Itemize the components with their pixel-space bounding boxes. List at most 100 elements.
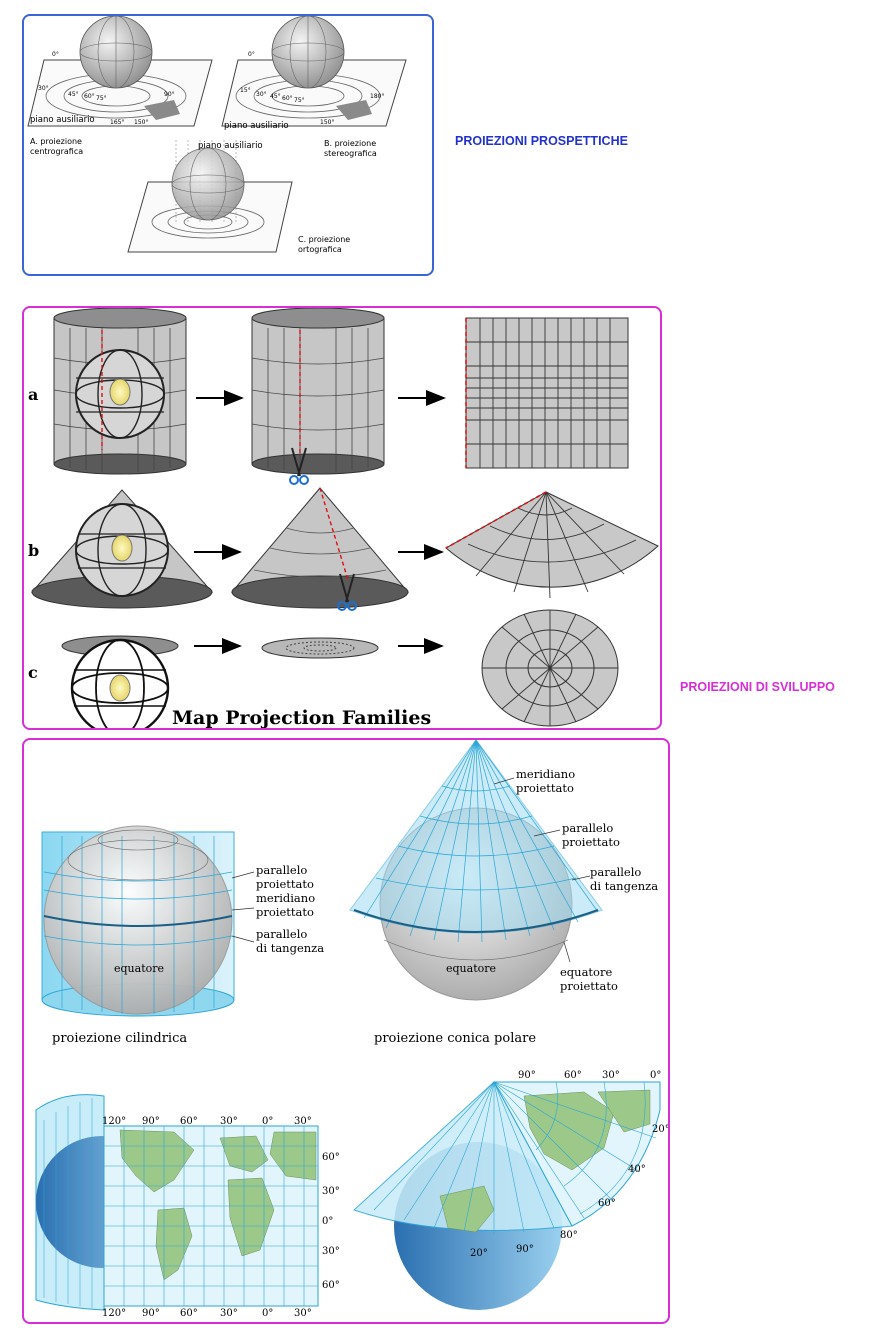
panel-proiezioni-prospettiche: 0° 30° 45° 60° 75° 90° 165° 150° piano a… xyxy=(22,14,434,276)
caption-proiezione-conica-polare: proiezione conica polare xyxy=(374,1031,536,1046)
cil-meridiano: meridiano xyxy=(256,891,315,905)
con-top-label: 90° xyxy=(518,1070,536,1081)
cyl-top-label: 60° xyxy=(180,1116,198,1127)
cyl-top-label: 90° xyxy=(142,1116,160,1127)
cyl-bottom-label: 120° xyxy=(102,1308,126,1319)
piano-ausiliario-c: piano ausiliario xyxy=(198,141,263,151)
piano-ausiliario-b: piano ausiliario xyxy=(224,121,289,131)
angle-label: 165° xyxy=(110,119,124,126)
con-top-label: 0° xyxy=(650,1070,661,1081)
cyl-top-label: 30° xyxy=(294,1116,312,1127)
scissors-icon xyxy=(289,447,309,485)
cyl-top-label: 120° xyxy=(102,1116,126,1127)
plane-disc xyxy=(261,637,379,659)
con-equator-label: equatore xyxy=(446,962,496,975)
angle-label: 180° xyxy=(370,93,384,100)
projection-b-stereografica: 0° 15° 30° 45° 60° 75° 150° 180° piano a… xyxy=(221,15,407,158)
angle-label: 150° xyxy=(134,119,148,126)
panel-cylindrical-conical: equatore parallelo proiettato meridiano … xyxy=(22,738,670,1324)
con-right-label: 80° xyxy=(560,1230,578,1241)
con-tangenza-parallelo: parallelo xyxy=(590,865,641,879)
angle-label: 60° xyxy=(282,95,293,102)
con-bottom-label: 90° xyxy=(516,1244,534,1255)
con-parallelo-proiettato: proiettato xyxy=(562,835,620,849)
angle-label: 45° xyxy=(68,91,79,98)
angle-label: 0° xyxy=(52,51,59,58)
cyl-right-label: 60° xyxy=(322,1280,340,1291)
con-top-label: 60° xyxy=(564,1070,582,1081)
cyl-bottom-label: 30° xyxy=(294,1308,312,1319)
label-proiezioni-prospettiche: PROIEZIONI PROSPETTICHE xyxy=(455,134,628,148)
cone-cut xyxy=(230,487,410,611)
cone-with-globe xyxy=(30,489,214,609)
cil-parallelo-1: parallelo xyxy=(256,863,307,877)
angle-label: 150° xyxy=(320,119,334,126)
angle-label: 60° xyxy=(84,93,95,100)
equator-label: equatore xyxy=(114,962,164,975)
map-projection-families-figure: a b c xyxy=(28,307,659,738)
cyl-right-label: 30° xyxy=(322,1186,340,1197)
plane-azimuthal-disc xyxy=(481,609,619,727)
cil-di-tangenza: di tangenza xyxy=(256,941,324,955)
cil-parallelo-2: parallelo xyxy=(256,927,307,941)
row-label-c: c xyxy=(28,663,38,682)
angle-label: 15° xyxy=(240,87,251,94)
caption-proiezione-cilindrica: proiezione cilindrica xyxy=(52,1031,187,1046)
cone-flat-sector xyxy=(445,491,659,599)
projection-a-centrografica: 0° 30° 45° 60° 75° 90° 165° 150° piano a… xyxy=(27,15,213,156)
con-meridiano-proiettato: proiettato xyxy=(516,781,574,795)
cyl-right-label: 60° xyxy=(322,1152,340,1163)
panel-map-projection-families: a b c xyxy=(22,306,662,738)
cyl-bottom-label: 0° xyxy=(262,1308,273,1319)
row-label-b: b xyxy=(28,541,39,560)
cyl-right-label: 0° xyxy=(322,1216,333,1227)
cylinder-flat-grid xyxy=(465,317,629,469)
cyl-top-label: 30° xyxy=(220,1116,238,1127)
label-proiezioni-di-sviluppo: PROIEZIONI DI SVILUPPO xyxy=(680,680,835,694)
scissors-icon xyxy=(337,573,357,611)
cyl-bottom-label: 90° xyxy=(142,1308,160,1319)
families-title: Map Projection Families xyxy=(172,707,431,728)
projection-c-ortografica: piano ausiliario C. proiezione ortografi… xyxy=(127,140,350,254)
con-equatore-proiettato-1: equatore xyxy=(560,965,612,979)
conical-projection-diagram: equatore meridiano proiettato parallelo … xyxy=(349,739,658,1046)
con-bottom-label: 20° xyxy=(470,1248,488,1259)
cyl-top-label: 0° xyxy=(262,1116,273,1127)
caption-a-line1: A. proiezione xyxy=(30,137,82,146)
caption-c-line1: C. proiezione xyxy=(298,235,350,244)
con-right-label: 20° xyxy=(652,1124,668,1135)
cil-proiettato-1: proiettato xyxy=(256,877,314,891)
cyl-bottom-label: 30° xyxy=(220,1308,238,1319)
cylindrical-conical-figure: equatore parallelo proiettato meridiano … xyxy=(35,739,670,1319)
angle-label: 30° xyxy=(256,91,267,98)
con-right-label: 60° xyxy=(598,1198,616,1209)
angle-label: 75° xyxy=(96,95,107,102)
con-meridiano: meridiano xyxy=(516,767,575,781)
con-di-tangenza: di tangenza xyxy=(590,879,658,893)
con-top-label: 30° xyxy=(602,1070,620,1081)
angle-label: 90° xyxy=(164,91,175,98)
perspective-projections-figure: 0° 30° 45° 60° 75° 90° 165° 150° piano a… xyxy=(27,15,407,254)
piano-ausiliario-a: piano ausiliario xyxy=(30,115,95,125)
cylindrical-world-map: 120° 90° 60° 30° 0° 30° 120° 90° 60° 30°… xyxy=(35,1094,340,1319)
angle-label: 0° xyxy=(248,51,255,58)
cylindrical-projection-diagram: equatore parallelo proiettato meridiano … xyxy=(41,825,324,1046)
caption-c-line2: ortografica xyxy=(298,245,342,254)
cylinder-cut xyxy=(251,307,385,485)
caption-a-line2: centrografica xyxy=(30,147,83,156)
con-right-label: 40° xyxy=(628,1164,646,1175)
con-parallelo: parallelo xyxy=(562,821,613,835)
cyl-right-label: 30° xyxy=(322,1246,340,1257)
angle-label: 45° xyxy=(270,93,281,100)
angle-label: 75° xyxy=(294,97,305,104)
caption-b-line2: stereografica xyxy=(324,149,377,158)
con-equatore-proiettato-2: proiettato xyxy=(560,979,618,993)
angle-label: 30° xyxy=(38,85,49,92)
cylinder-with-globe xyxy=(53,307,187,475)
row-label-a: a xyxy=(28,385,38,404)
cil-proiettato-2: proiettato xyxy=(256,905,314,919)
plane-with-globe xyxy=(61,635,179,738)
conical-world-map: 90° 60° 30° 0° 20° 40° 60° 80° 20° 90° xyxy=(353,1070,670,1310)
cyl-bottom-label: 60° xyxy=(180,1308,198,1319)
caption-b-line1: B. proiezione xyxy=(324,139,376,148)
